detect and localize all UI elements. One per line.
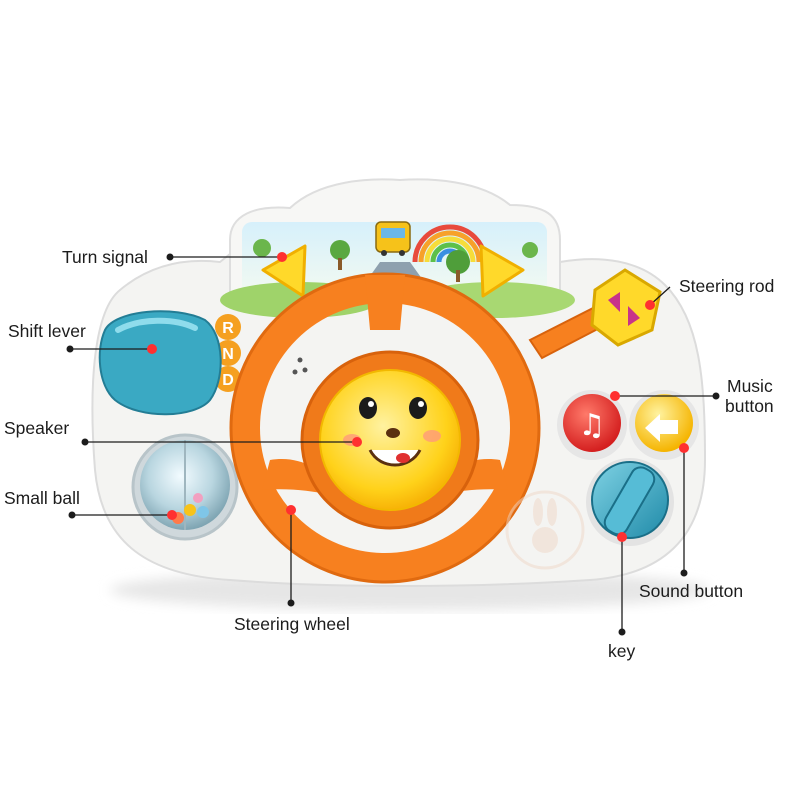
svg-text:♫: ♫ [579, 408, 606, 443]
steering-rod-stalk [528, 268, 662, 360]
music-button-graphic: ♫ [557, 390, 627, 460]
label-speaker: Speaker [4, 418, 70, 438]
callout-dots [66, 252, 720, 636]
label-sound-button: Sound button [639, 581, 744, 601]
speaker-holes [292, 357, 308, 375]
watermark [505, 490, 585, 570]
label-small-ball: Small ball [4, 488, 80, 508]
steering-wheel-graphic [229, 272, 541, 584]
key-knob-graphic [586, 458, 674, 546]
gear-letter-n: N [222, 346, 234, 363]
label-steering-wheel: Steering wheel [234, 614, 350, 634]
label-steering-rod: Steering rod [679, 276, 775, 296]
label-turn-signal: Turn signal [62, 247, 148, 267]
label-key: key [608, 641, 636, 661]
label-music-button-line1: Music [727, 376, 773, 396]
ball-dome [131, 433, 239, 541]
label-shift-lever: Shift lever [8, 321, 86, 341]
sound-button-graphic [629, 390, 699, 460]
gear-letter-d: D [222, 372, 234, 389]
gear-letter-r: R [222, 320, 234, 337]
label-music-button-line2: button [725, 396, 774, 416]
shift-lever-knob [98, 310, 222, 416]
